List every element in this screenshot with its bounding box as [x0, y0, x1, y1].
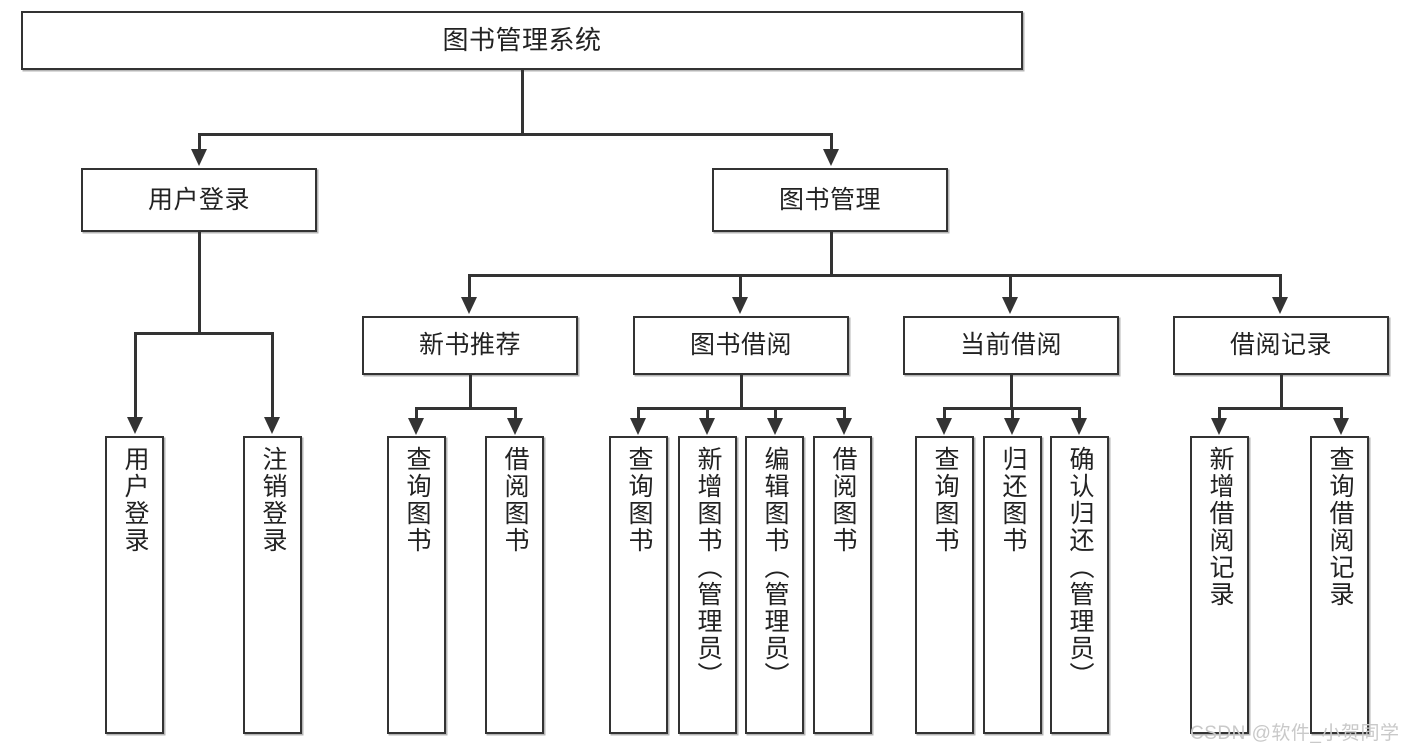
- node-leaf-query-book-2[interactable]: 查询图书: [609, 436, 668, 734]
- node-label: 注销登录: [259, 446, 287, 554]
- node-label: 归还图书: [999, 446, 1027, 554]
- connector-book-borrow-drop-1: [637, 407, 640, 419]
- arrowhead-new-book-recommend: [461, 297, 477, 314]
- node-label: 查询图书: [931, 446, 959, 554]
- node-leaf-add-record[interactable]: 新增借阅记录: [1190, 436, 1249, 734]
- node-label: 图书借阅: [689, 331, 792, 360]
- connector-borrow-record-drop-2: [1340, 407, 1343, 419]
- node-borrow-record[interactable]: 借阅记录: [1173, 316, 1389, 375]
- node-root-system[interactable]: 图书管理系统: [21, 11, 1023, 70]
- arrowhead-book-manage: [823, 149, 839, 166]
- node-leaf-user-login[interactable]: 用户登录: [105, 436, 164, 734]
- node-leaf-return-book[interactable]: 归还图书: [983, 436, 1042, 734]
- arrowhead-leaf-query-record: [1333, 418, 1349, 435]
- connector-book-manage-stem: [830, 232, 833, 276]
- arrowhead-leaf-add-record: [1211, 418, 1227, 435]
- node-label: 确认归还（管理员）: [1066, 446, 1094, 689]
- connector-user-login-drop-2: [271, 332, 274, 418]
- connector-book-borrow-stem: [740, 375, 743, 409]
- connector-book-manage-bus: [468, 274, 1281, 277]
- node-user-login[interactable]: 用户登录: [81, 168, 317, 232]
- arrowhead-leaf-borrow-book-2: [836, 418, 852, 435]
- connector-book-borrow-drop-3: [774, 407, 777, 419]
- node-leaf-query-book-1[interactable]: 查询图书: [387, 436, 446, 734]
- node-leaf-confirm-return[interactable]: 确认归还（管理员）: [1050, 436, 1109, 734]
- node-label: 查询图书: [625, 446, 653, 554]
- connector-current-borrow-drop-2: [1011, 407, 1014, 419]
- arrowhead-leaf-user-logout: [264, 417, 280, 434]
- node-label: 用户登录: [147, 185, 250, 214]
- node-label: 图书管理: [778, 185, 881, 214]
- arrowhead-leaf-query-book-3: [936, 418, 952, 435]
- node-leaf-query-record[interactable]: 查询借阅记录: [1310, 436, 1369, 734]
- node-label: 图书管理系统: [442, 24, 602, 55]
- watermark-text: CSDN @软件_小贺同学: [1190, 723, 1400, 744]
- connector-to-borrow-record: [1279, 274, 1282, 298]
- arrowhead-borrow-record: [1272, 297, 1288, 314]
- arrowhead-leaf-confirm-return: [1071, 418, 1087, 435]
- connector-root-stem: [521, 70, 524, 134]
- node-label: 借阅图书: [501, 446, 529, 554]
- arrowhead-user-login: [191, 149, 207, 166]
- connector-new-book-recommend-drop-2: [514, 407, 517, 419]
- node-label: 当前借阅: [959, 331, 1062, 360]
- connector-new-book-recommend-stem: [469, 375, 472, 409]
- connector-book-borrow-drop-4: [843, 407, 846, 419]
- connector-user-login-drop-1: [134, 332, 137, 418]
- node-label: 查询借阅记录: [1326, 446, 1354, 608]
- node-leaf-borrow-book-1[interactable]: 借阅图书: [485, 436, 544, 734]
- node-current-borrow[interactable]: 当前借阅: [903, 316, 1119, 375]
- arrowhead-leaf-edit-book: [767, 418, 783, 435]
- arrowhead-leaf-return-book: [1004, 418, 1020, 435]
- node-label: 借阅记录: [1229, 331, 1332, 360]
- connector-borrow-record-drop-1: [1218, 407, 1221, 419]
- connector-to-new-book-recommend: [468, 274, 471, 298]
- node-book-manage[interactable]: 图书管理: [712, 168, 948, 232]
- connector-borrow-record-bus: [1218, 407, 1342, 410]
- node-label: 查询图书: [403, 446, 431, 554]
- arrowhead-leaf-borrow-book-1: [507, 418, 523, 435]
- node-label: 新增图书（管理员）: [694, 446, 722, 689]
- node-leaf-query-book-3[interactable]: 查询图书: [915, 436, 974, 734]
- arrowhead-current-borrow: [1002, 297, 1018, 314]
- connector-new-book-recommend-bus: [415, 407, 516, 410]
- connector-to-current-borrow: [1009, 274, 1012, 298]
- connector-root-to-user-login: [198, 133, 201, 151]
- node-leaf-borrow-book-2[interactable]: 借阅图书: [813, 436, 872, 734]
- arrowhead-leaf-add-book: [699, 418, 715, 435]
- connector-root-to-book-manage: [830, 133, 833, 151]
- arrowhead-leaf-query-book-1: [408, 418, 424, 435]
- node-new-book-recommend[interactable]: 新书推荐: [362, 316, 578, 375]
- connector-current-borrow-stem: [1010, 375, 1013, 409]
- node-leaf-add-book[interactable]: 新增图书（管理员）: [678, 436, 737, 734]
- arrowhead-book-borrow: [732, 297, 748, 314]
- node-leaf-user-logout[interactable]: 注销登录: [243, 436, 302, 734]
- connector-borrow-record-stem: [1280, 375, 1283, 409]
- node-label: 新书推荐: [418, 331, 521, 360]
- connector-user-login-stem: [198, 232, 201, 334]
- node-label: 新增借阅记录: [1206, 446, 1234, 608]
- node-label: 借阅图书: [829, 446, 857, 554]
- arrowhead-leaf-query-book-2: [630, 418, 646, 435]
- node-leaf-edit-book[interactable]: 编辑图书（管理员）: [745, 436, 804, 734]
- connector-current-borrow-drop-3: [1078, 407, 1081, 419]
- connector-root-bus: [198, 133, 833, 136]
- node-label: 用户登录: [121, 446, 149, 554]
- arrowhead-leaf-user-login: [127, 417, 143, 434]
- node-book-borrow[interactable]: 图书借阅: [633, 316, 849, 375]
- connector-user-login-bus: [134, 332, 273, 335]
- connector-current-borrow-drop-1: [943, 407, 946, 419]
- connector-book-borrow-bus: [637, 407, 845, 410]
- connector-new-book-recommend-drop-1: [415, 407, 418, 419]
- connector-to-book-borrow: [739, 274, 742, 298]
- node-label: 编辑图书（管理员）: [761, 446, 789, 689]
- connector-book-borrow-drop-2: [706, 407, 709, 419]
